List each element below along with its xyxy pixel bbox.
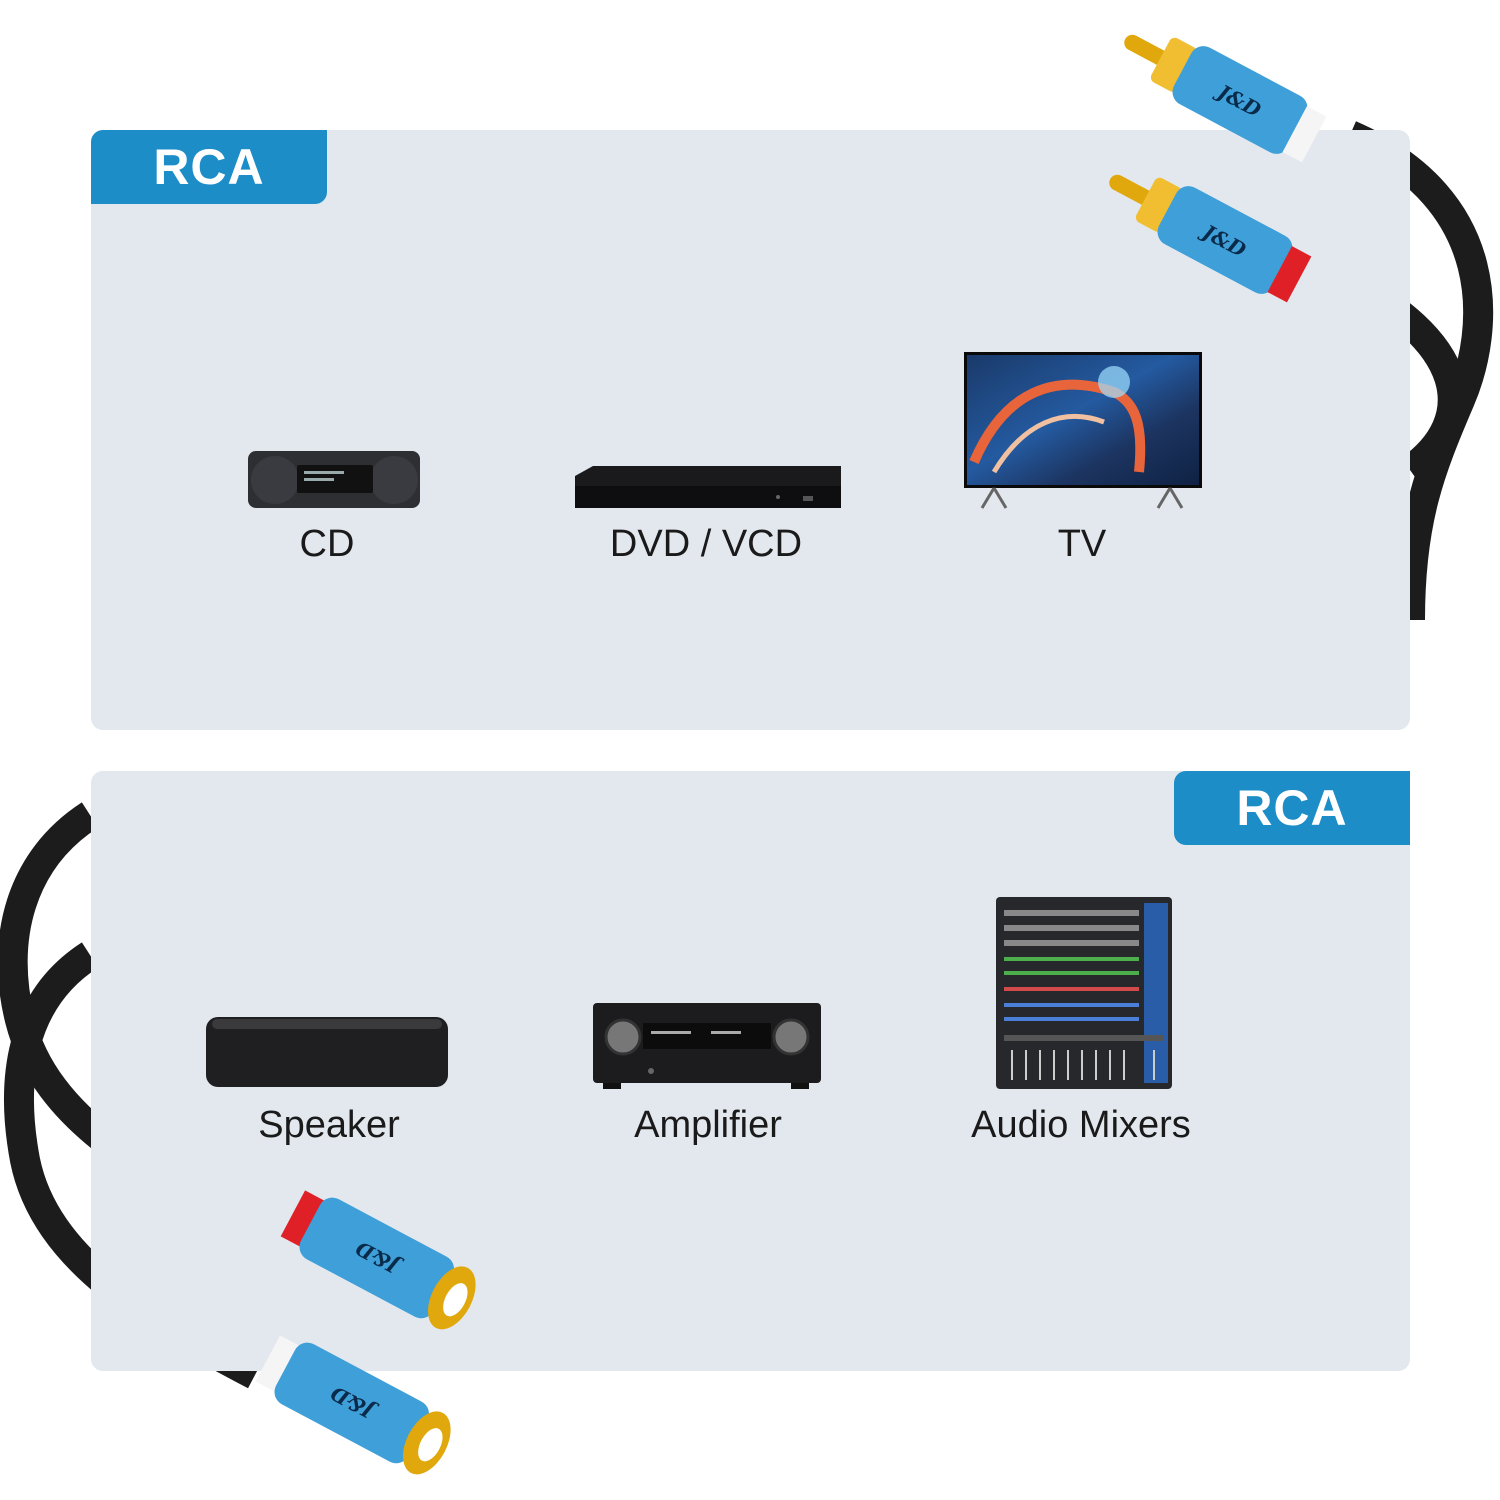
dvd-player-icon: [575, 466, 841, 508]
rca-male-plug-white: J&D: [1124, 34, 1327, 163]
rca-tag: RCA: [91, 130, 327, 204]
bottom-panel: RCA Speaker Amplifier: [91, 771, 1410, 1371]
audio-mixer-icon: [996, 897, 1172, 1089]
rca-tag: RCA: [1174, 771, 1410, 845]
device-label-amplifier: Amplifier: [634, 1104, 782, 1146]
amplifier-icon: [593, 1003, 821, 1089]
device-label-cd: CD: [299, 523, 355, 565]
device-label-tv: TV: [1057, 523, 1107, 565]
rca-male-plug-red: J&D: [1109, 174, 1312, 303]
tv-icon: [964, 352, 1202, 509]
rca-female-jack-red: J&D: [280, 1190, 476, 1330]
cd-player-icon: [248, 451, 420, 508]
device-label-speaker: Speaker: [258, 1104, 400, 1146]
speaker-icon: [206, 1017, 448, 1087]
device-label-dvd: DVD / VCD: [609, 523, 803, 565]
rca-female-jack-white: J&D: [255, 1335, 451, 1475]
device-label-audio-mixers: Audio Mixers: [971, 1104, 1191, 1146]
